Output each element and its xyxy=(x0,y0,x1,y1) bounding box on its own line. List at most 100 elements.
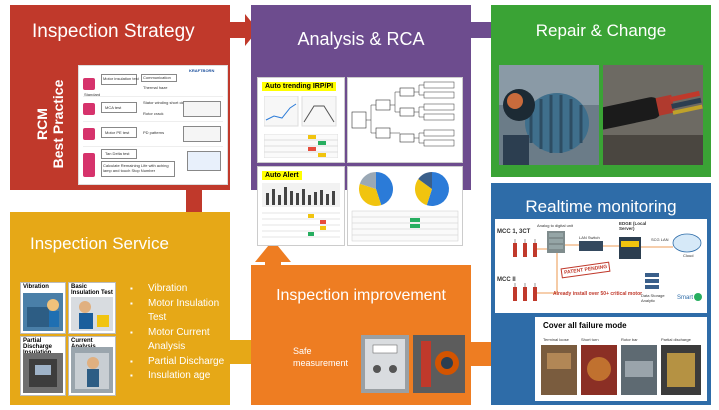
service-thumb-partial-discharge: Partial Discharge Insulation aging xyxy=(20,336,66,396)
failure-mode-photos xyxy=(541,345,701,395)
pie-slice xyxy=(426,172,449,206)
vibration-photo xyxy=(23,293,63,331)
row-marker xyxy=(83,78,95,90)
doc-item: PD patterns xyxy=(143,130,165,135)
trend-table-icon xyxy=(264,134,338,158)
doc-item: Motor PE test xyxy=(105,130,130,135)
doc-logo: KRAFTBORN xyxy=(189,68,215,73)
doc-item-box xyxy=(101,74,137,85)
doc-item-box xyxy=(101,127,137,138)
monitoring-architecture: MCC 1, 3CT MCC II Analog to digital unit… xyxy=(495,219,707,313)
doc-row-aging: Tan Delta test Calculate Remaining Life … xyxy=(83,147,223,180)
doc-row-expert: Motor PE test PD patterns xyxy=(83,122,223,147)
safe-measurement-label: Safe measurement xyxy=(293,345,348,369)
analytics-pie-thumbnail xyxy=(347,166,463,246)
service-bullet-list: Vibration Motor Insulation Test Motor Cu… xyxy=(130,282,230,384)
pie-slice xyxy=(376,172,393,206)
best-practice-line: Best Practice xyxy=(50,79,66,169)
improvement-title: Inspection improvement xyxy=(276,287,446,304)
inspection-service-panel: Inspection Service Vibration Basic Insul… xyxy=(10,212,230,405)
rca-tree-diagram-icon xyxy=(351,81,455,147)
doc-graph xyxy=(183,101,221,117)
mcc2-label: MCC II xyxy=(497,277,516,283)
rcm-line: RCM xyxy=(34,108,50,140)
cloud-label: Cloud xyxy=(683,253,694,258)
pie-table-icon xyxy=(351,210,459,242)
analysis-rca-panel: Analysis & RCA Auto trending IRP/PI xyxy=(251,5,471,246)
insulation-test-photo xyxy=(71,297,113,331)
repair-title: Repair & Change xyxy=(535,21,667,40)
realtime-title: Realtime monitoring xyxy=(525,197,677,216)
bullet-item: Partial Discharge xyxy=(130,355,230,370)
alert-chart-icon xyxy=(262,183,340,238)
rcm-document-thumbnail: KRAFTBORN Standard Motor insulation test… xyxy=(78,65,228,185)
bullet-item: Motor Insulation Test xyxy=(130,297,230,326)
status-green xyxy=(410,218,420,222)
doc-badge xyxy=(187,151,221,171)
pie-slice xyxy=(418,172,432,189)
doc-item: Stator winding short circuit xyxy=(143,100,190,105)
row-marker xyxy=(83,128,95,140)
motor-repair-photo xyxy=(499,65,599,165)
side-label: Standard xyxy=(84,92,101,97)
auto-alert-thumbnail: Auto Alert xyxy=(257,166,345,246)
cable-repair-photo xyxy=(603,65,703,165)
architecture-diagram-icons xyxy=(513,231,702,301)
bullet-item: Motor Current Analysis xyxy=(130,326,230,355)
pie-slice xyxy=(359,183,382,206)
doc-item: Communication xyxy=(143,75,171,80)
thumb-label: Basic Insulation Test xyxy=(71,284,113,296)
inspection-improvement-panel: Inspection improvement Safe measurement xyxy=(251,265,471,405)
doc-item: Thermal haze xyxy=(143,85,168,90)
bullet-item: Insulation age xyxy=(130,369,230,384)
current-analysis-photo xyxy=(71,347,113,393)
pie-charts-icon xyxy=(351,172,459,242)
pie-slice xyxy=(359,172,376,189)
installed-note: Already install over 50+ critical motor xyxy=(553,291,643,297)
repair-change-panel: Repair & Change xyxy=(491,5,711,177)
status-green xyxy=(410,224,420,228)
failure-mode-board: Cover all failure mode Terminal loose Sh… xyxy=(535,317,707,401)
auto-trending-tag: Auto trending IRP/PI xyxy=(262,82,337,91)
safe-line: Safe xyxy=(293,346,312,356)
measurement-photo xyxy=(413,335,465,393)
row-marker xyxy=(83,103,95,115)
doc-item-box xyxy=(101,161,175,177)
storage-label: Data Storage Analytic xyxy=(641,293,665,303)
cloud-link-label: SCG LAN xyxy=(651,237,669,242)
analysis-title: Analysis & RCA xyxy=(297,29,425,49)
doc-item-box xyxy=(101,102,137,113)
measurement-line: measurement xyxy=(293,358,349,368)
service-thumb-current-analysis: Current Analysis xyxy=(68,336,116,396)
doc-item: Motor insulation test xyxy=(103,76,139,81)
bullet-item: Vibration xyxy=(130,282,230,297)
partial-discharge-photo xyxy=(23,353,63,393)
doc-item: Rotor crack xyxy=(143,111,164,116)
rca-tree-thumbnail xyxy=(347,77,463,163)
pie-slice xyxy=(415,179,432,206)
doc-row-advanced: MCA test Stator winding short circuit Ro… xyxy=(83,97,223,122)
auto-trending-thumbnail: Auto trending IRP/PI xyxy=(257,77,345,163)
failure-thumb-label: Rotor bar xyxy=(621,337,638,342)
strategy-title: Inspection Strategy xyxy=(32,21,195,42)
auto-alert-tag: Auto Alert xyxy=(262,171,302,180)
realtime-monitoring-panel: Realtime monitoring MCC 1, 3CT MCC II An… xyxy=(491,183,711,405)
doc-item-box xyxy=(101,149,137,159)
trend-chart-icon xyxy=(264,96,337,127)
service-title: Inspection Service xyxy=(30,234,169,253)
failure-thumb-label: Terminal loose xyxy=(543,337,569,342)
smart-label: Smart xyxy=(677,295,694,301)
arrow-improvement-stem xyxy=(265,250,281,266)
doc-row-standard: Standard Motor insulation test Communica… xyxy=(83,72,223,97)
digital-unit-label: Analog to digital unit xyxy=(537,223,574,228)
service-thumb-insulation: Basic Insulation Test xyxy=(68,282,116,334)
thumb-label: Vibration xyxy=(23,284,49,290)
doc-item: MCA test xyxy=(105,105,122,110)
row-marker xyxy=(83,153,95,177)
edge-label: EDGE (Local Server) xyxy=(619,221,647,231)
panel-photo xyxy=(361,335,409,393)
mcc1-label: MCC 1, 3CT xyxy=(497,229,531,235)
doc-item: Calculate Remaining Life with aching lam… xyxy=(103,163,169,173)
